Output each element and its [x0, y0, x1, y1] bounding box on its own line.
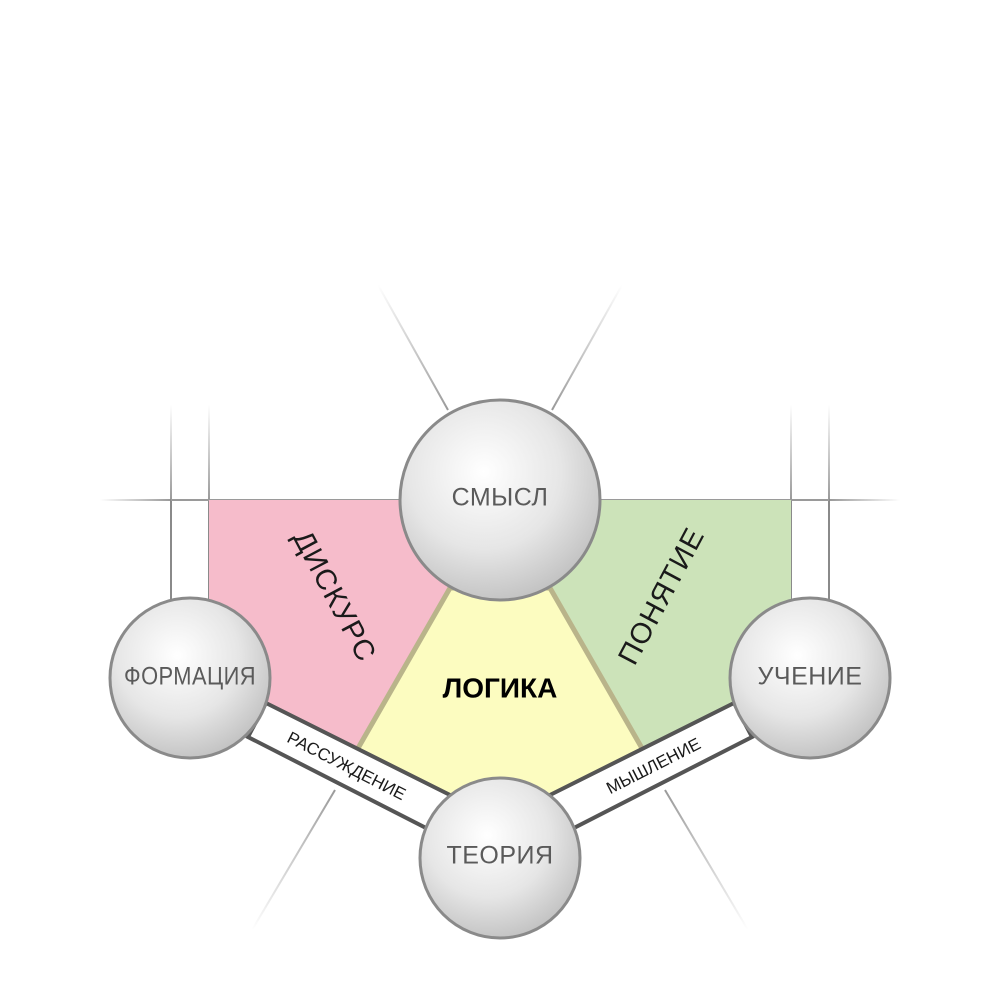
left-rail [170, 499, 210, 611]
node-left: ФОРМАЦИЯ [108, 596, 272, 760]
node-bottom-label: ТЕОРИЯ [446, 842, 553, 870]
region-label-center: ЛОГИКА [443, 672, 558, 703]
node-left-label: ФОРМАЦИЯ [124, 663, 256, 691]
node-top-sphere [398, 398, 602, 602]
node-top: СМЫСЛ [398, 398, 602, 602]
guide-line-bottom-right [664, 789, 749, 931]
guide-line-bottom-left [251, 789, 336, 931]
node-right-label: УЧЕНИЕ [758, 663, 863, 691]
node-right-sphere [728, 596, 892, 760]
node-top-label: СМЫСЛ [452, 484, 549, 512]
node-bottom-sphere [418, 776, 582, 940]
node-left-sphere [108, 596, 272, 760]
node-bottom: ТЕОРИЯ [418, 776, 582, 940]
guide-line-top-right [551, 284, 623, 411]
guide-line-top-left [377, 284, 449, 411]
node-right: УЧЕНИЕ [728, 596, 892, 760]
right-rail [790, 499, 830, 611]
guide-lines [100, 284, 900, 931]
